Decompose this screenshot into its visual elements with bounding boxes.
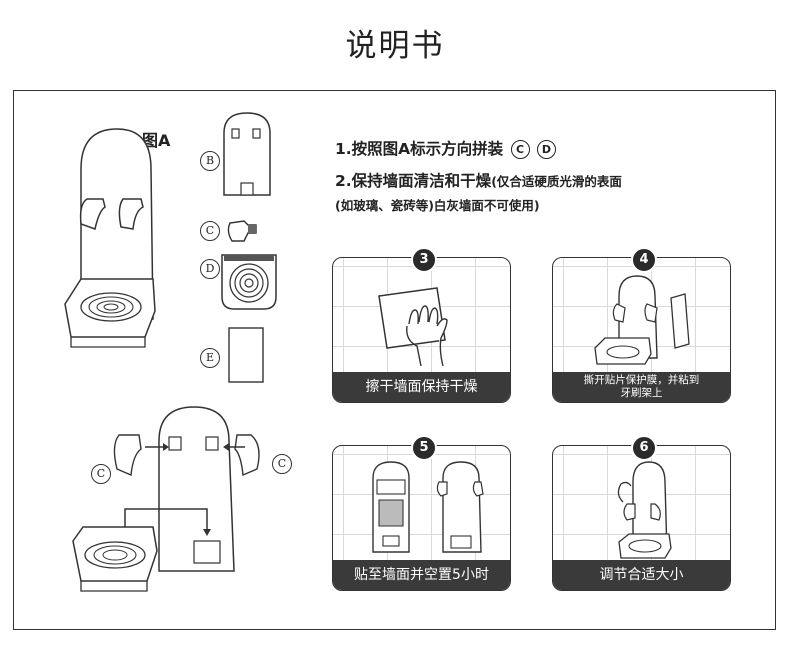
figure-a-label: 图A [142, 131, 171, 150]
callout-right-c: C [272, 454, 292, 474]
page-title: 说明书 [345, 28, 445, 64]
mounting-to-wall-illustration [372, 461, 484, 553]
step-2-note: (仅合适硬质光滑的表面 [491, 174, 622, 189]
backplate-part-illustration [223, 112, 271, 196]
step-2-note-continued: (如玻璃、瓷砖等)白灰墙面不可使用) [335, 198, 540, 213]
adhesive-sticker-illustration [228, 327, 264, 383]
part-c-marker: C [200, 221, 220, 241]
step-4-caption-line-1: 撕开贴片保护膜，并粘到 [583, 374, 700, 386]
step-5-badge: 5 [411, 435, 437, 461]
part-e-marker: E [200, 348, 220, 368]
step-panel-3: 擦干墙面保持干燥 [332, 257, 511, 403]
step-6-badge: 6 [631, 435, 657, 461]
step-1-mark-d: D [536, 140, 556, 159]
step-4-badge: 4 [631, 247, 657, 273]
holder-with-sticker-illustration [594, 275, 690, 365]
step-panel-5: 贴至墙面并空置5小时 [332, 445, 511, 591]
step-2-text: 2.保持墙面清洁和干燥(仅合适硬质光滑的表面 [335, 169, 622, 191]
assembled-holder-illustration [64, 128, 156, 348]
step-4-caption: 撕开贴片保护膜，并粘到 牙刷架上 [553, 372, 730, 402]
step-panel-6: 调节合适大小 [552, 445, 731, 591]
adjusting-holder-illustration [617, 461, 672, 559]
cup-tray-part-illustration [221, 254, 277, 310]
step-1-mark-c: C [510, 140, 530, 159]
step-1-text: 1.按照图A标示方向拼装 C D [335, 137, 556, 159]
step-3-badge: 3 [411, 247, 437, 273]
exploded-assembly-illustration [72, 406, 260, 592]
part-b-marker: B [200, 151, 220, 171]
instruction-frame: 图A B C D E [13, 90, 776, 630]
step-1-label: 1.按照图A标示方向拼装 [335, 140, 504, 158]
step-3-caption: 擦干墙面保持干燥 [333, 372, 510, 402]
callout-left-c: C [91, 464, 111, 484]
step-4-caption-line-2: 牙刷架上 [620, 387, 663, 399]
step-panel-4: 撕开贴片保护膜，并粘到 牙刷架上 [552, 257, 731, 403]
wiping-hand-illustration [378, 287, 448, 367]
step-5-caption: 贴至墙面并空置5小时 [333, 560, 510, 590]
step-6-caption: 调节合适大小 [553, 560, 730, 590]
step-2-label: 2.保持墙面清洁和干燥 [335, 172, 492, 190]
part-d-marker: D [200, 259, 220, 279]
hook-part-illustration [227, 220, 257, 242]
